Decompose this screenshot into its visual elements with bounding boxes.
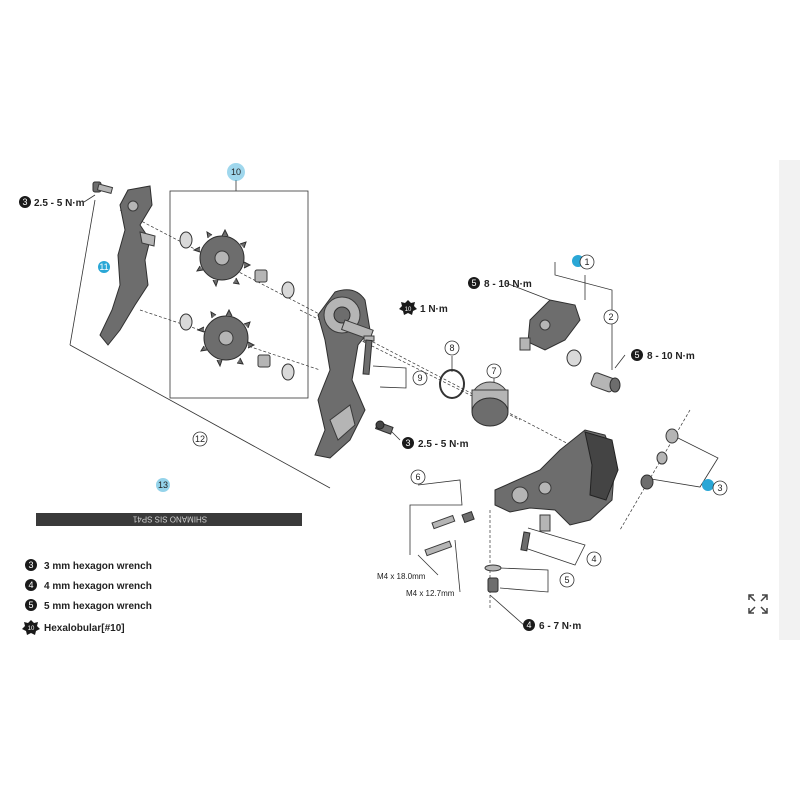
svg-text:1 N·m: 1 N·m	[420, 304, 448, 315]
cage-screw-bottom	[374, 420, 394, 435]
svg-text:5: 5	[634, 350, 639, 360]
svg-text:8 - 10 N·m: 8 - 10 N·m	[484, 279, 532, 290]
svg-text:11: 11	[99, 262, 108, 272]
callout-3: 3	[702, 479, 728, 496]
callout-12: 12	[192, 431, 208, 447]
callout-13: 13	[156, 478, 170, 492]
torque-label-3: 5 8 - 10 N·m	[468, 277, 532, 290]
limit-screw	[520, 531, 531, 552]
svg-text:6 - 7 N·m: 6 - 7 N·m	[539, 621, 581, 632]
torque-label-2: 10 1 N·m	[399, 300, 448, 315]
svg-text:8: 8	[449, 343, 454, 353]
mount-bracket	[519, 299, 581, 351]
callout-7: 7	[486, 363, 502, 379]
callout-8: 8	[444, 340, 460, 356]
torque-label-1: 3 2.5 - 5 N·m	[19, 196, 85, 209]
screw-size-a: M4 x 18.0mm	[377, 572, 426, 581]
side-panel-strip	[779, 160, 800, 640]
svg-text:5 mm hexagon wrench: 5 mm hexagon wrench	[44, 601, 152, 612]
cable-housing	[36, 513, 302, 526]
cage-screw-top	[92, 181, 114, 195]
outer-cage-plate	[99, 185, 156, 346]
svg-text:2.5 - 5 N·m: 2.5 - 5 N·m	[34, 198, 85, 209]
torque-label-4: 5 8 - 10 N·m	[631, 349, 695, 362]
torque-label-6: 4 6 - 7 N·m	[523, 619, 581, 632]
callout-10: 10	[227, 163, 245, 181]
svg-text:10: 10	[405, 307, 412, 313]
upper-guide-pulley	[192, 228, 252, 288]
svg-text:12: 12	[195, 434, 205, 444]
cable-print: SHIMANO SIS SP41	[132, 515, 207, 524]
legend-item-2: 4 4 mm hexagon wrench	[25, 579, 152, 592]
torque-label-5: 3 2.5 - 5 N·m	[402, 437, 469, 450]
lower-pulley-group	[179, 308, 295, 381]
svg-text:3: 3	[28, 560, 33, 570]
svg-text:10: 10	[231, 167, 241, 177]
svg-text:5: 5	[471, 278, 476, 288]
bracket-bolt	[590, 372, 621, 393]
svg-text:4: 4	[28, 580, 33, 590]
svg-text:8 - 10 N·m: 8 - 10 N·m	[647, 351, 695, 362]
legend-item-4: 10 Hexalobular[#10]	[22, 620, 125, 635]
legend-item-3: 5 5 mm hexagon wrench	[25, 599, 152, 612]
svg-text:4 mm hexagon wrench: 4 mm hexagon wrench	[44, 581, 152, 592]
callout-1: 1	[572, 254, 595, 270]
callout-4: 4	[586, 551, 602, 567]
callout-2: 2	[603, 309, 619, 325]
svg-text:1: 1	[584, 257, 589, 267]
legend: 3 3 mm hexagon wrench 4 4 mm hexagon wre…	[22, 559, 152, 635]
cable-bolt	[484, 564, 502, 593]
svg-text:4: 4	[591, 554, 596, 564]
cage-spring	[471, 381, 509, 427]
callout-5: 5	[559, 572, 575, 588]
callout-9: 9	[412, 370, 428, 386]
svg-text:2.5 - 5 N·m: 2.5 - 5 N·m	[418, 439, 469, 450]
svg-text:3 mm hexagon wrench: 3 mm hexagon wrench	[44, 561, 152, 572]
derailleur-body	[494, 429, 619, 532]
b-screws	[424, 510, 475, 557]
screw-size-b: M4 x 12.7mm	[406, 589, 455, 598]
pivot-screw	[362, 335, 375, 375]
bracket-washer	[566, 349, 582, 367]
svg-text:9: 9	[417, 373, 422, 383]
upper-pulley-group	[179, 228, 295, 299]
svg-text:13: 13	[158, 480, 168, 490]
legend-item-1: 3 3 mm hexagon wrench	[25, 559, 152, 572]
callout-6: 6	[410, 469, 426, 485]
svg-text:3: 3	[405, 438, 410, 448]
spring-ring	[439, 369, 465, 399]
lower-tension-pulley	[196, 308, 256, 368]
svg-text:4: 4	[526, 620, 531, 630]
svg-text:Hexalobular[#10]: Hexalobular[#10]	[44, 623, 125, 634]
svg-text:10: 10	[28, 626, 35, 632]
svg-text:5: 5	[28, 600, 33, 610]
callout-11: 11	[98, 261, 110, 273]
expand-icon[interactable]	[746, 592, 770, 616]
inner-cage-plate	[314, 289, 374, 459]
svg-text:3: 3	[22, 197, 27, 207]
svg-text:7: 7	[491, 366, 496, 376]
pulley-group-frame	[169, 190, 309, 399]
svg-text:3: 3	[717, 483, 722, 493]
svg-text:5: 5	[564, 575, 569, 585]
svg-text:6: 6	[415, 472, 420, 482]
svg-text:2: 2	[608, 312, 613, 322]
adjust-parts	[640, 428, 679, 490]
cable: SHIMANO SIS SP41	[36, 513, 302, 526]
leader-lines	[69, 180, 719, 627]
